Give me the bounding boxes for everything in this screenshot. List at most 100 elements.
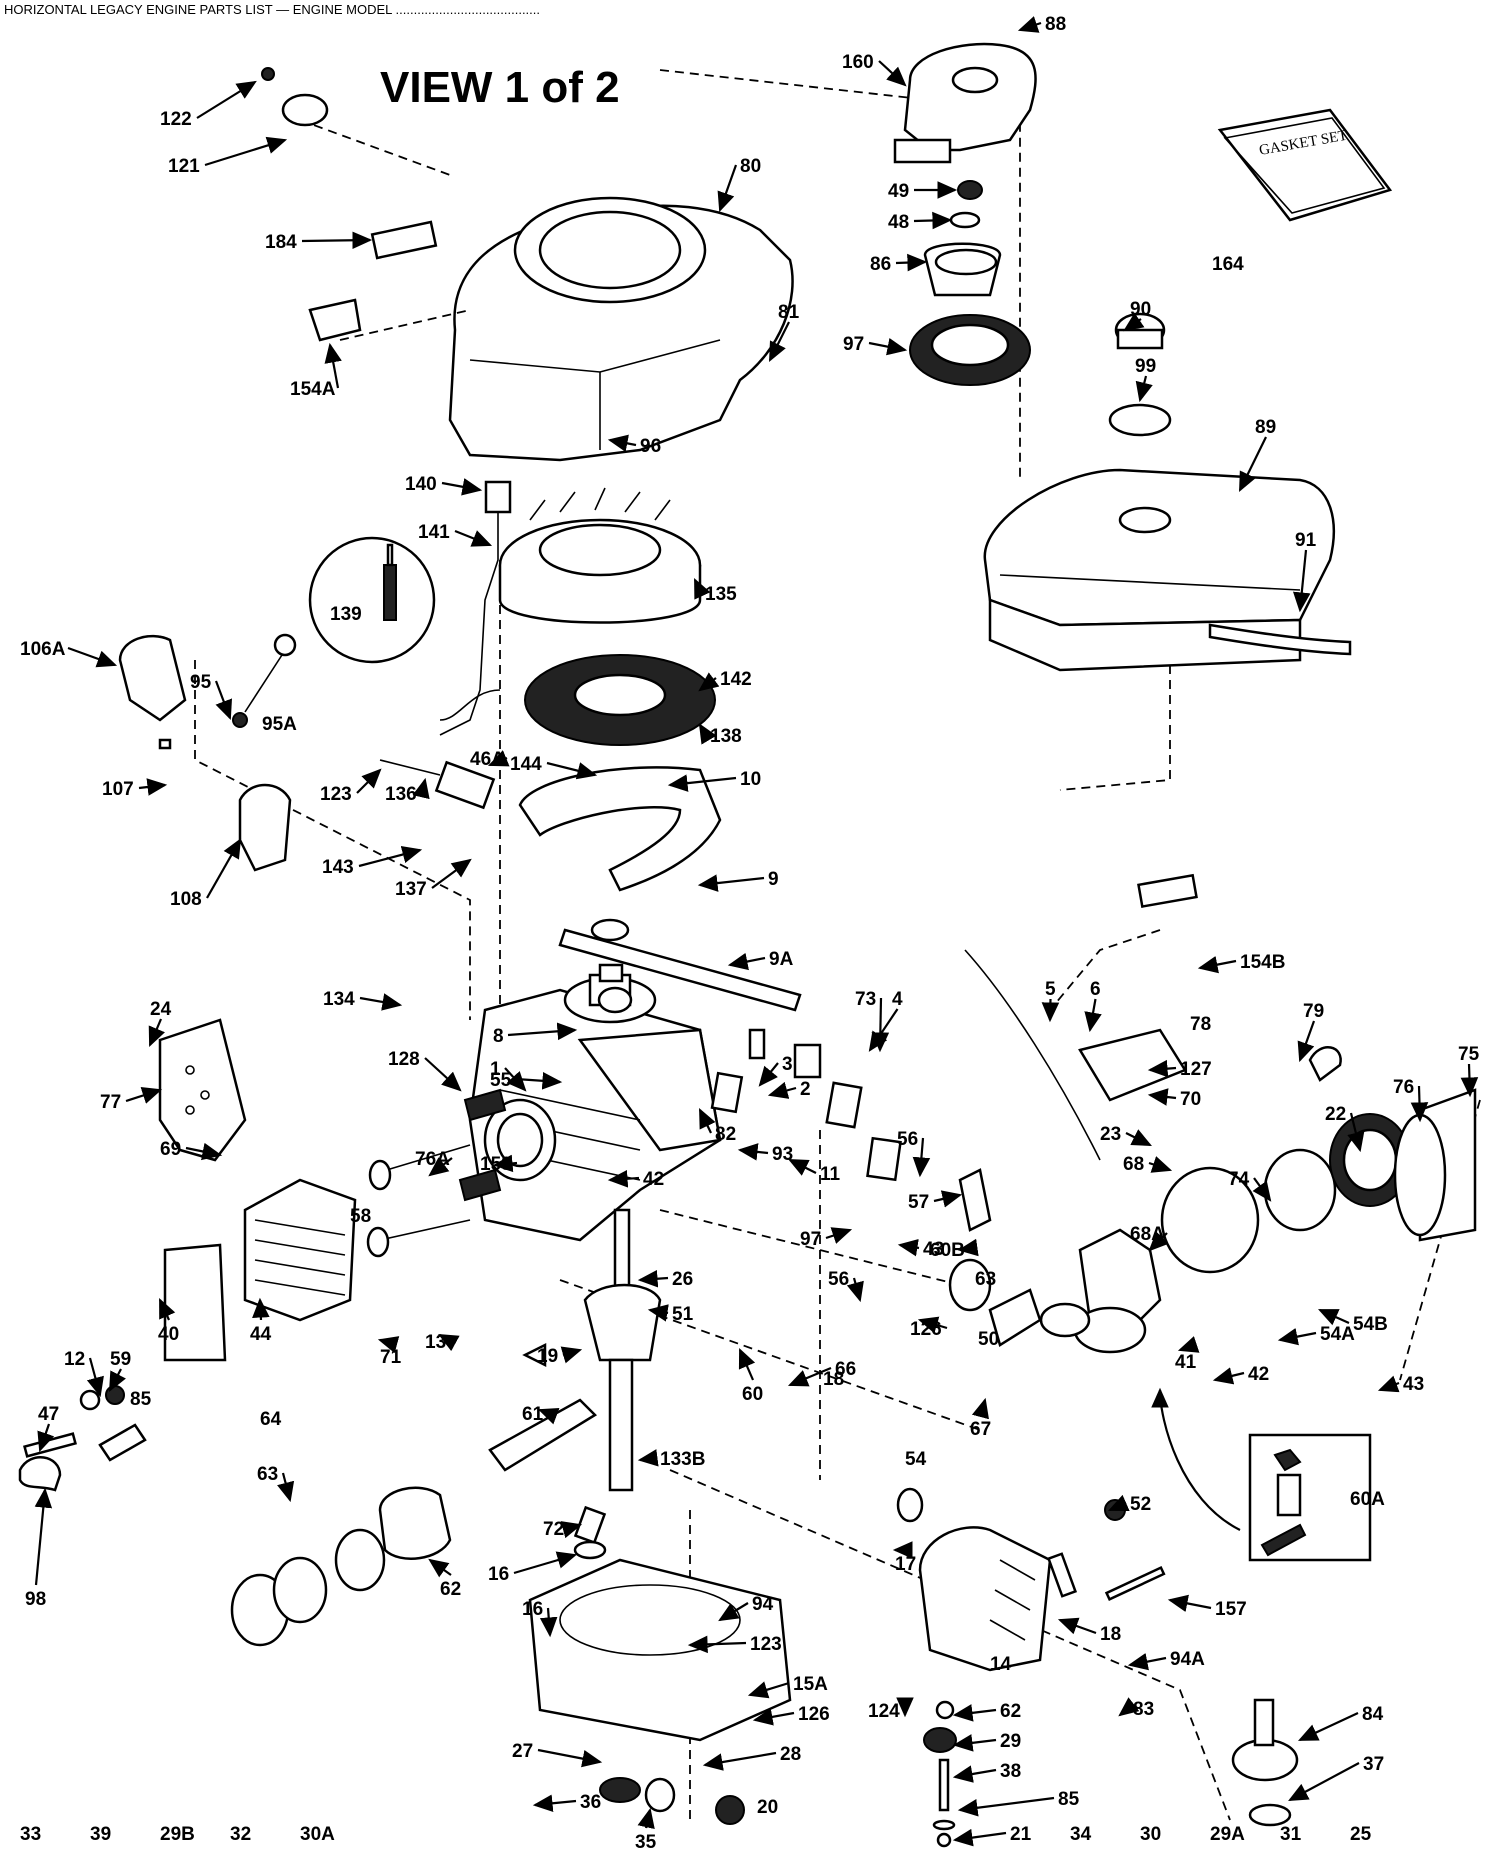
callout-8: 8: [493, 1026, 504, 1047]
callout-94a: 94A: [1170, 1649, 1205, 1670]
callout-50: 50: [978, 1329, 999, 1350]
callout-82: 82: [715, 1124, 736, 1145]
callout-22: 22: [1325, 1104, 1346, 1125]
leader-line-6: [1084, 998, 1102, 1033]
callout-29a: 29A: [1210, 1824, 1245, 1845]
leader-line-10: [667, 774, 737, 792]
callout-157: 157: [1215, 1599, 1247, 1620]
leader-line-99: [1135, 375, 1153, 403]
leader-line-144: [546, 761, 598, 780]
callout-30a: 30A: [300, 1824, 335, 1845]
callout-70: 70: [1180, 1089, 1201, 1110]
leader-line-154b: [1197, 956, 1237, 974]
leader-line-128: [424, 1057, 462, 1092]
callout-81: 81: [778, 302, 800, 323]
recoil-starter-drawing: [893, 42, 1037, 164]
callout-89: 89: [1255, 417, 1276, 438]
leader-line-42: [607, 1170, 640, 1188]
callout-33: 33: [20, 1824, 41, 1845]
leader-line-154a: [324, 342, 342, 389]
callout-83: 83: [1133, 1699, 1154, 1720]
throttle-bracket-drawing: [1078, 873, 1342, 1102]
callout-59: 59: [110, 1349, 131, 1370]
callout-6: 6: [1090, 979, 1101, 1000]
leader-line-26: [637, 1269, 669, 1288]
callout-106a: 106A: [20, 639, 66, 660]
callout-138: 138: [710, 726, 742, 747]
callout-96: 96: [640, 436, 661, 457]
leader-line-3: [758, 1062, 779, 1087]
callout-55: 55: [490, 1070, 512, 1091]
callout-5: 5: [1045, 979, 1056, 1000]
callout-140: 140: [405, 474, 437, 495]
leader-line-123: [687, 1635, 747, 1654]
engine-block-drawing: [468, 973, 722, 1242]
callout-78: 78: [1190, 1014, 1211, 1035]
callout-84: 84: [1362, 1704, 1384, 1725]
leader-line-157: [1167, 1594, 1212, 1613]
leader-line-4: [868, 1008, 899, 1052]
leader-line-126: [917, 1316, 948, 1334]
leader-line-5: [1041, 998, 1060, 1023]
leader-line-46a: [487, 750, 510, 767]
spark-plug-inset-drawing: [308, 536, 436, 664]
leader-line-138: [698, 723, 717, 745]
leader-line-35: [637, 1807, 655, 1830]
callout-15a: 15A: [793, 1674, 828, 1695]
callout-99: 99: [1135, 356, 1156, 377]
callout-leaders: [34, 16, 1479, 1847]
callout-40: 40: [158, 1324, 179, 1345]
callout-93: 93: [772, 1144, 793, 1165]
callout-68a: 68A: [1130, 1224, 1165, 1245]
leader-line-68: [1148, 1156, 1173, 1173]
callout-142: 142: [720, 669, 752, 690]
callout-31: 31: [1280, 1824, 1302, 1845]
gasket-set-drawing: GASKET SET: [1217, 108, 1393, 222]
callout-29b: 29B: [160, 1824, 195, 1845]
leader-line-143: [358, 845, 423, 868]
carburetor-drawing: [1073, 1228, 1162, 1354]
callout-133b: 133B: [660, 1449, 705, 1470]
callout-63: 63: [975, 1269, 996, 1290]
callout-80: 80: [740, 156, 761, 177]
leader-line-9a: [727, 952, 766, 971]
callout-75: 75: [1458, 1044, 1480, 1065]
leader-line-106a: [67, 646, 118, 668]
leader-line-37: [1288, 1762, 1360, 1802]
callout-69: 69: [160, 1139, 181, 1160]
leader-line-48: [913, 211, 953, 230]
leader-line-134: [359, 993, 403, 1011]
callout-37: 37: [1363, 1754, 1384, 1775]
callout-27: 27: [512, 1741, 533, 1762]
callout-76: 76: [1393, 1077, 1414, 1098]
callout-36: 36: [580, 1792, 601, 1813]
leader-line-96: [607, 434, 637, 452]
callout-14: 14: [990, 1654, 1012, 1675]
callout-56: 56: [828, 1269, 849, 1290]
callout-54a: 54A: [1320, 1324, 1355, 1345]
callout-71: 71: [380, 1347, 402, 1368]
leader-line-142: [698, 672, 720, 692]
leader-line-80: [717, 164, 738, 213]
callout-61: 61: [522, 1404, 544, 1425]
callout-67: 67: [970, 1419, 991, 1440]
callout-11: 11: [820, 1164, 841, 1185]
callout-46a: 46A: [470, 749, 505, 770]
callout-107: 107: [102, 779, 134, 800]
leader-line-123: [356, 768, 382, 794]
piston-drawing: [230, 1486, 452, 1647]
leader-line-62: [428, 1558, 452, 1578]
leader-line-83: [1118, 1697, 1140, 1717]
callout-97: 97: [800, 1229, 821, 1250]
callout-76a: 76A: [415, 1149, 450, 1170]
fuel-tank-drawing: [983, 312, 1352, 672]
callout-144: 144: [510, 754, 542, 775]
callout-49: 49: [888, 181, 909, 202]
leader-line-72: [560, 1521, 583, 1539]
leader-line-76: [1410, 1085, 1429, 1123]
leader-line-12: [86, 1357, 104, 1398]
leader-line-52: [1107, 1494, 1130, 1512]
callout-108: 108: [170, 889, 202, 910]
callout-160: 160: [842, 52, 874, 73]
leader-line-140: [441, 478, 483, 496]
